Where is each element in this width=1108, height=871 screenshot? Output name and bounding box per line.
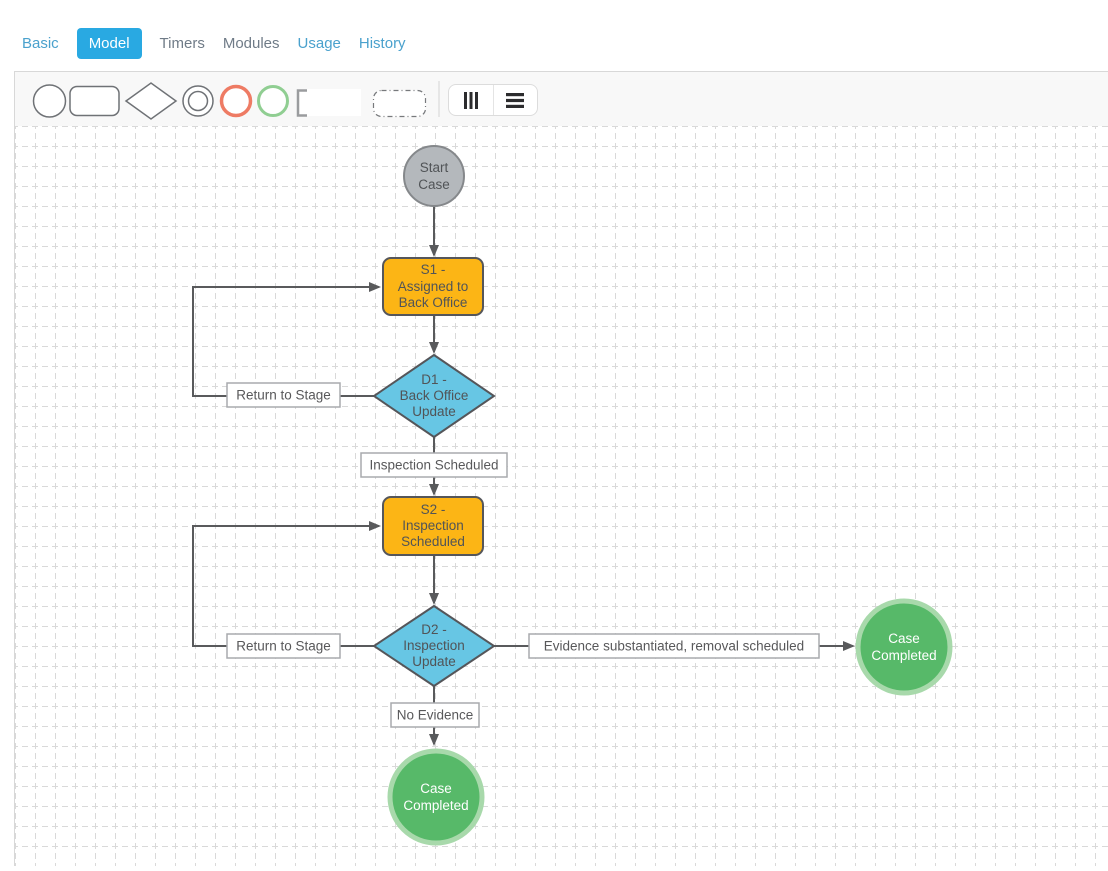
tab-bar: Basic Model Timers Modules Usage History: [22, 28, 406, 59]
red-circle-shape[interactable]: [219, 84, 253, 118]
svg-text:Start: Start: [420, 160, 449, 175]
svg-text:Completed: Completed: [403, 798, 468, 813]
tab-usage[interactable]: Usage: [297, 35, 341, 52]
diagram-area: Return to Stage Inspection Scheduled Ret…: [15, 126, 1108, 866]
svg-text:S2 -: S2 -: [421, 502, 446, 517]
shape-toolbar: [15, 72, 1108, 126]
svg-text:S1 -: S1 -: [421, 262, 446, 277]
node-case-completed-bottom[interactable]: Case Completed: [387, 748, 485, 846]
node-s1-assigned-to-back-office[interactable]: S1 - Assigned to Back Office: [382, 257, 484, 316]
svg-text:Inspection Scheduled: Inspection Scheduled: [369, 458, 498, 473]
dashed-group-shape[interactable]: [372, 89, 427, 118]
edge-label-return-to-stage-d2[interactable]: Return to Stage: [226, 633, 341, 659]
diamond-shape[interactable]: [124, 82, 178, 120]
node-d1-back-office-update[interactable]: D1 - Back Office Update: [372, 353, 496, 439]
svg-text:Back Office: Back Office: [400, 388, 469, 403]
svg-text:Case: Case: [888, 631, 920, 646]
node-d2-inspection-update[interactable]: D2 - Inspection Update: [372, 604, 496, 688]
edge-label-evidence-substantiated[interactable]: Evidence substantiated, removal schedule…: [528, 633, 820, 659]
green-circle-shape[interactable]: [257, 85, 289, 117]
menu-icon: [506, 92, 525, 108]
svg-text:Evidence substantiated, remova: Evidence substantiated, removal schedule…: [544, 639, 804, 654]
svg-text:Return to Stage: Return to Stage: [236, 388, 331, 403]
svg-text:Update: Update: [412, 404, 456, 419]
columns-button[interactable]: [449, 85, 494, 115]
node-case-completed-right[interactable]: Case Completed: [855, 598, 953, 696]
menu-button[interactable]: [494, 85, 538, 115]
svg-text:Case: Case: [418, 177, 450, 192]
svg-text:Scheduled: Scheduled: [401, 534, 465, 549]
node-start-case[interactable]: Start Case: [403, 145, 465, 207]
grid-background: [15, 126, 1108, 866]
tab-timers[interactable]: Timers: [159, 35, 205, 52]
flow-diagram: Return to Stage Inspection Scheduled Ret…: [15, 126, 1108, 866]
svg-text:D2 -: D2 -: [421, 622, 447, 637]
svg-text:No Evidence: No Evidence: [397, 708, 474, 723]
tab-basic[interactable]: Basic: [22, 35, 59, 52]
node-s2-inspection-scheduled[interactable]: S2 - Inspection Scheduled: [382, 496, 484, 556]
edge-label-inspection-scheduled[interactable]: Inspection Scheduled: [360, 452, 508, 478]
svg-text:Back Office: Back Office: [399, 295, 468, 310]
svg-text:Return to Stage: Return to Stage: [236, 639, 331, 654]
rounded-rectangle-shape[interactable]: [69, 85, 120, 117]
svg-text:Case: Case: [420, 781, 452, 796]
edge-label-return-to-stage-d1[interactable]: Return to Stage: [226, 382, 341, 408]
double-circle-shape[interactable]: [182, 85, 214, 117]
svg-text:D1 -: D1 -: [421, 372, 447, 387]
svg-text:Inspection: Inspection: [403, 638, 465, 653]
columns-icon: [463, 91, 478, 109]
svg-text:Inspection: Inspection: [402, 518, 464, 533]
text-annotation-shape[interactable]: [296, 89, 361, 117]
tab-history[interactable]: History: [358, 35, 406, 52]
svg-text:Completed: Completed: [871, 648, 936, 663]
tab-modules[interactable]: Modules: [222, 35, 280, 52]
shape-palette: [32, 81, 440, 120]
circle-shape[interactable]: [32, 84, 67, 118]
tab-model[interactable]: Model: [76, 28, 142, 59]
model-canvas: Return to Stage Inspection Scheduled Ret…: [14, 71, 1108, 866]
svg-text:Update: Update: [412, 654, 456, 669]
view-button-group: [448, 84, 538, 116]
edge-label-no-evidence[interactable]: No Evidence: [390, 702, 480, 728]
svg-text:Assigned to: Assigned to: [398, 279, 469, 294]
